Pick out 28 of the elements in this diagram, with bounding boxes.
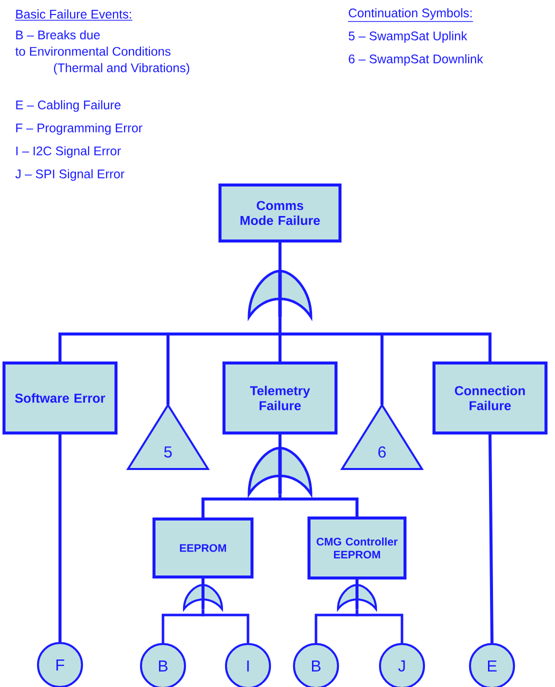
connector-line [278, 242, 282, 271]
legend-text: 5 – SwampSat Uplink [348, 31, 468, 43]
legend-text: I – I2C Signal Error [16, 146, 121, 158]
event-box: Comms Mode Failure [218, 184, 342, 242]
connector-line [202, 578, 204, 585]
legend-text: B – Breaks due to Environmental Conditions (Thermal and Vibrations) [15, 30, 190, 75]
legend-text: F – Programming Error [16, 123, 142, 135]
connector-line [356, 609, 404, 643]
connector-line [356, 580, 358, 585]
or-gate [337, 584, 377, 610]
event-box: Connection Failure [432, 362, 548, 434]
event-box: CMG Controller EEPROM [308, 516, 406, 580]
connector-line [202, 609, 250, 643]
or-gate [183, 584, 223, 610]
legend-heading: Basic Failure Events: [14, 9, 133, 21]
event-box: EEPROM [152, 518, 254, 578]
connector-line [278, 434, 282, 448]
event-box: Software Error [2, 362, 118, 434]
connector-line [58, 434, 62, 642]
event-box: Telemetry Failure [222, 362, 338, 434]
connector-line [278, 494, 358, 516]
legend-text: E – Cabling Failure [16, 100, 121, 112]
legend-text: 6 – SwampSat Downlink [348, 54, 484, 66]
or-gate [248, 446, 312, 496]
legend-text: J – SPI Signal Error [15, 169, 124, 181]
connector-line [278, 317, 492, 362]
legend-heading: Continuation Symbols: [348, 8, 474, 22]
connector-line [488, 434, 494, 644]
